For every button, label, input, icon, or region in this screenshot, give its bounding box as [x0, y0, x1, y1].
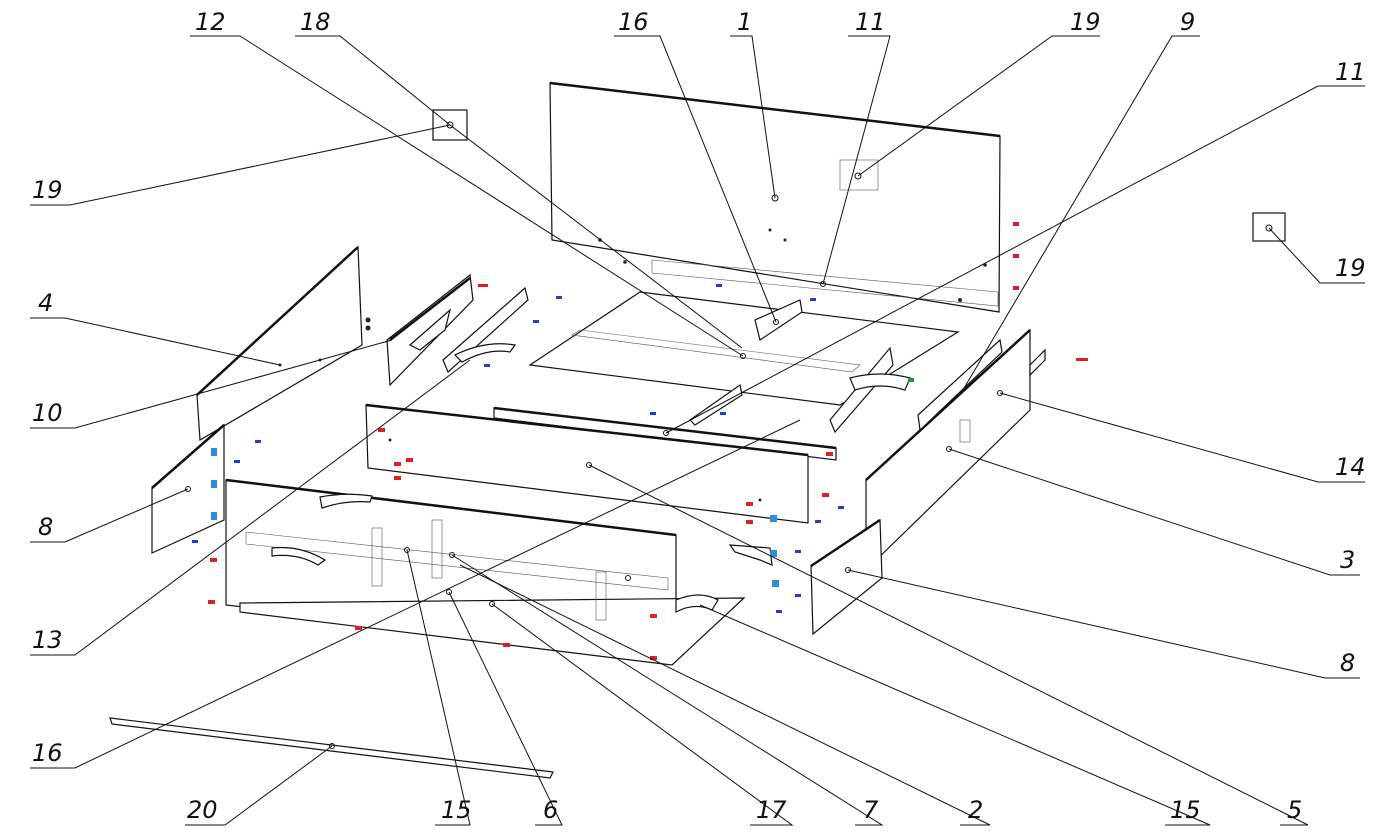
part-rear-rail [493, 406, 837, 461]
callout-4: 4 [30, 289, 281, 366]
callout-7: 7 [451, 554, 884, 826]
part-lift-mechanism-left [386, 273, 529, 387]
svg-text:16: 16 [32, 739, 63, 767]
callout-9: 9 [959, 8, 1200, 396]
callout-19-right: 19 [1268, 227, 1366, 284]
callout-17: 17 [491, 603, 794, 826]
callout-14: 14 [999, 392, 1366, 483]
svg-text:2: 2 [968, 796, 983, 824]
svg-text:3: 3 [1340, 546, 1355, 574]
svg-text:6: 6 [543, 796, 558, 824]
svg-text:13: 13 [32, 626, 63, 654]
callout-16-top: 16 [614, 8, 779, 325]
svg-text:1: 1 [737, 8, 752, 36]
svg-text:12: 12 [195, 8, 226, 36]
part-drawer-front [225, 478, 746, 666]
callout-13: 13 [30, 359, 471, 656]
svg-text:11: 11 [855, 8, 886, 36]
callout-20: 20 [185, 745, 333, 826]
callout-6: 6 [448, 591, 563, 826]
part-right-side-panel [865, 328, 1046, 572]
callout-10: 10 [30, 339, 393, 429]
svg-text:9: 9 [1180, 8, 1195, 36]
callouts-layer: 12 18 16 1 11 19 9 [30, 8, 1366, 826]
callout-3: 3 [948, 448, 1360, 576]
svg-text:19: 19 [1335, 254, 1366, 282]
callout-2: 2 [459, 564, 991, 826]
callout-18: 18 [295, 8, 743, 349]
parts-layer [109, 81, 1286, 779]
svg-text:7: 7 [863, 796, 879, 824]
callout-1: 1 [730, 8, 776, 199]
callout-5: 5 [588, 464, 1309, 826]
callout-19-top: 19 [857, 8, 1101, 177]
svg-text:19: 19 [32, 176, 63, 204]
svg-text:16: 16 [618, 8, 649, 36]
part-right-end-panel [810, 518, 883, 636]
svg-text:15: 15 [441, 796, 472, 824]
svg-text:19: 19 [1070, 8, 1101, 36]
svg-text:14: 14 [1335, 453, 1366, 481]
svg-text:18: 18 [300, 8, 331, 36]
callout-11-top: 11 [820, 8, 891, 287]
svg-text:8: 8 [1340, 649, 1355, 677]
svg-text:17: 17 [756, 796, 787, 824]
callout-12: 12 [190, 8, 746, 359]
svg-text:5: 5 [1287, 796, 1302, 824]
part-base-platform [528, 291, 960, 434]
callout-8-left: 8 [30, 488, 189, 543]
svg-text:11: 11 [1335, 58, 1366, 86]
part-bracket [728, 544, 773, 566]
svg-text:20: 20 [187, 796, 218, 824]
part-left-side-panel [196, 245, 371, 442]
part-inner-front-panel [365, 403, 809, 524]
svg-text:4: 4 [38, 289, 53, 317]
callout-15-bottom: 15 [406, 549, 472, 826]
svg-text:15: 15 [1170, 796, 1201, 824]
callout-11-right: 11 [663, 58, 1366, 436]
part-floor-strip [109, 717, 554, 779]
part-corner-bracket-right [1252, 212, 1286, 242]
callout-19-left: 19 [30, 124, 451, 206]
fastener-markers [192, 222, 1088, 660]
callout-15-right: 15 [699, 604, 1211, 826]
callout-8-right: 8 [847, 569, 1360, 679]
callout-16-left: 16 [30, 419, 801, 769]
svg-text:8: 8 [38, 513, 53, 541]
svg-text:10: 10 [32, 399, 63, 427]
